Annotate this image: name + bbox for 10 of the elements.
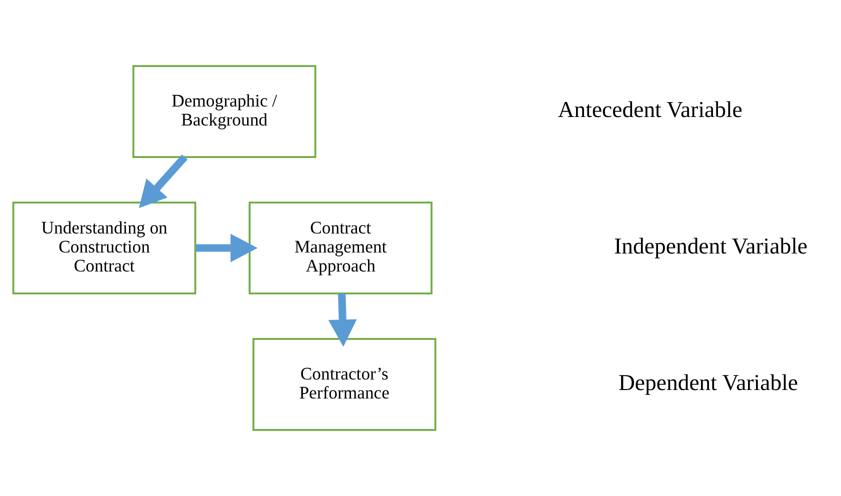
label: Antecedent Variable [558, 97, 742, 122]
node-box: Contractor’s Performance [252, 338, 436, 431]
arrow [196, 234, 258, 262]
label: Independent Variable [614, 234, 808, 259]
node-box: Understanding on Construction Contract [12, 202, 196, 294]
label: Dependent Variable [618, 370, 798, 396]
arrow [138, 154, 188, 208]
node-box: Contract Management Approach [248, 202, 432, 294]
node-box: Demographic / Background [132, 65, 316, 158]
arrow [328, 293, 357, 347]
